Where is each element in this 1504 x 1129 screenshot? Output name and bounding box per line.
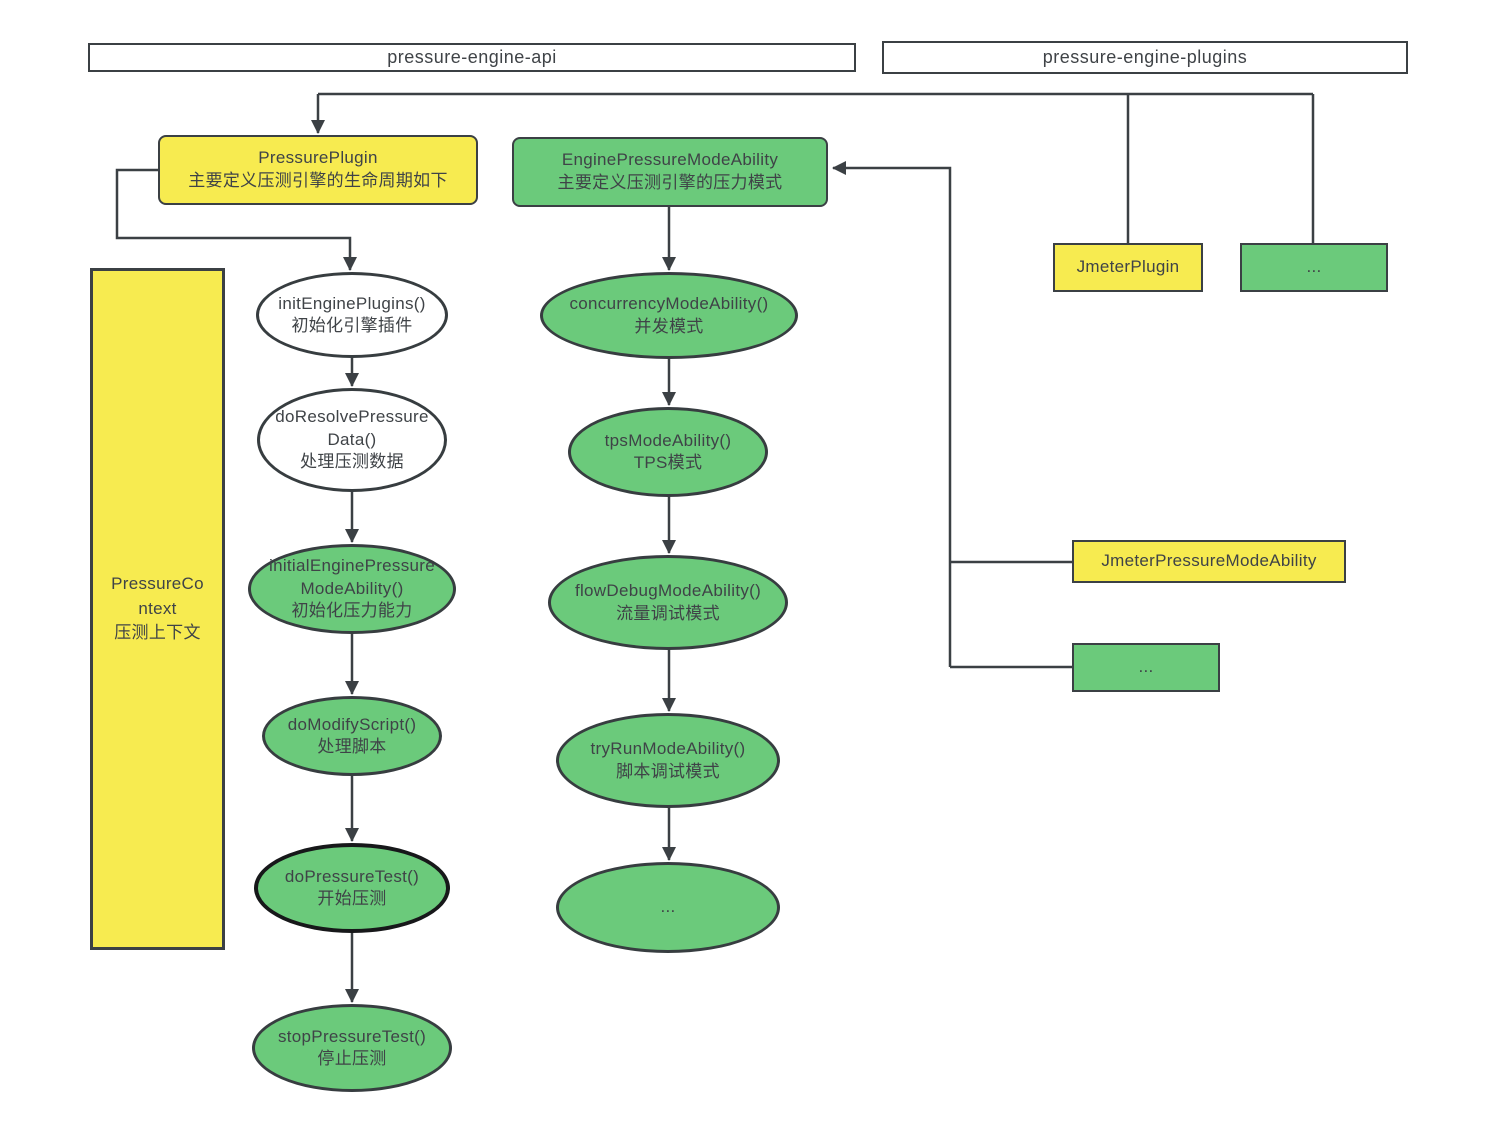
header-pressure-engine-plugins: pressure-engine-plugins: [882, 41, 1408, 74]
mode-tps: tpsModeAbility() TPS模式: [568, 407, 768, 497]
node-pressure-plugin: PressurePlugin 主要定义压测引擎的生命周期如下: [158, 135, 478, 205]
node-title: ...: [1306, 257, 1322, 277]
node-title: doPressureTest(): [284, 866, 420, 886]
node-subtitle: 初始化压力能力: [291, 601, 413, 621]
node-subtitle: 并发模式: [634, 316, 704, 336]
node-subtitle: 初始化引擎插件: [291, 316, 413, 335]
node-jmeter-pressure-mode-ability: JmeterPressureModeAbility: [1072, 540, 1346, 583]
node-engine-pressure-mode-ability: EnginePressureModeAbility 主要定义压测引擎的压力模式: [512, 137, 828, 207]
node-title: PressurePlugin: [258, 148, 378, 168]
node-subtitle: 处理压测数据: [300, 452, 404, 472]
step-initial-engine-pressure-mode-ability: initialEnginePressureModeAbility() 初始化压力…: [248, 544, 456, 634]
header-label: pressure-engine-api: [387, 47, 557, 67]
node-mode-more: ...: [1072, 643, 1220, 692]
node-title: PressureContext: [111, 574, 204, 618]
step-do-modify-script: doModifyScript() 处理脚本: [262, 696, 442, 776]
node-title: ...: [660, 897, 676, 917]
step-init-engine-plugins: initEnginePlugins() 初始化引擎插件: [256, 272, 448, 358]
step-do-pressure-test: doPressureTest() 开始压测: [254, 843, 450, 933]
node-plugin-more: ...: [1240, 243, 1388, 292]
node-title: initialEnginePressureModeAbility(): [269, 556, 435, 598]
connector-pressure-plugin-to-init: [115, 168, 357, 271]
step-stop-pressure-test: stopPressureTest() 停止压测: [252, 1004, 452, 1092]
node-subtitle: 处理脚本: [317, 737, 387, 756]
mode-concurrency: concurrencyModeAbility() 并发模式: [540, 272, 798, 359]
node-title: doResolvePressureData(): [275, 407, 429, 449]
node-title: concurrencyModeAbility(): [569, 294, 769, 314]
node-title: EnginePressureModeAbility: [561, 150, 779, 170]
mode-flow-debug: flowDebugModeAbility() 流量调试模式: [548, 555, 788, 650]
node-subtitle: 流量调试模式: [616, 603, 720, 623]
node-jmeter-plugin: JmeterPlugin: [1053, 243, 1203, 292]
node-subtitle: 脚本调试模式: [616, 761, 720, 781]
node-subtitle: 开始压测: [317, 889, 387, 908]
node-subtitle: 停止压测: [317, 1049, 387, 1068]
header-pressure-engine-api: pressure-engine-api: [88, 43, 856, 72]
node-title: ...: [1138, 657, 1154, 677]
node-title: JmeterPlugin: [1076, 257, 1180, 277]
step-do-resolve-pressure-data: doResolvePressureData() 处理压测数据: [257, 388, 447, 492]
node-title: initEnginePlugins(): [278, 293, 426, 313]
node-subtitle: 压测上下文: [114, 623, 201, 643]
node-pressure-context: PressureContext 压测上下文: [90, 268, 225, 950]
node-title: tpsModeAbility(): [604, 430, 732, 450]
header-label: pressure-engine-plugins: [1042, 47, 1248, 67]
node-title: flowDebugModeAbility(): [574, 581, 762, 601]
node-subtitle: TPS模式: [633, 453, 703, 472]
connector-jmeter-modes-to-engine: [832, 161, 952, 667]
node-title: doModifyScript(): [287, 714, 417, 734]
node-subtitle: 主要定义压测引擎的压力模式: [557, 173, 783, 192]
node-subtitle: 主要定义压测引擎的生命周期如下: [188, 171, 448, 190]
node-title: stopPressureTest(): [277, 1026, 427, 1046]
mode-try-run: tryRunModeAbility() 脚本调试模式: [556, 713, 780, 808]
mode-more-ellipse: ...: [556, 862, 780, 953]
node-title: tryRunModeAbility(): [590, 739, 746, 759]
node-title: JmeterPressureModeAbility: [1101, 551, 1317, 571]
